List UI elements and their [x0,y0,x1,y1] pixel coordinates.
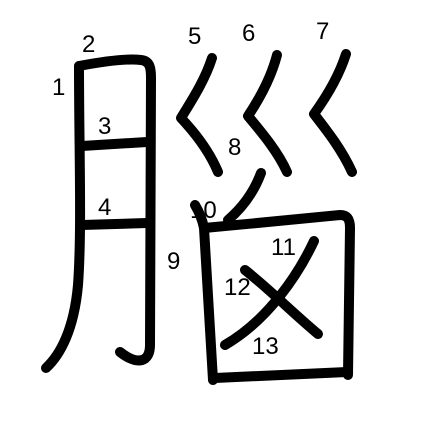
stroke-8 [223,168,266,225]
stroke-3 [77,137,152,151]
stroke-number-2: 2 [82,31,96,58]
stroke-13 [210,367,352,383]
stroke-number-12: 12 [224,274,251,301]
stroke-number-11: 11 [271,234,296,261]
stroke-number-1: 1 [52,74,66,101]
stroke-6 [243,50,292,177]
stroke-number-5: 5 [188,23,202,50]
stroke-number-9: 9 [167,248,181,275]
stroke-number-10: 10 [190,197,217,224]
stroke-number-7: 7 [316,18,330,45]
stroke-2 [74,54,156,366]
stroke-number-3: 3 [98,113,112,140]
stroke-number-4: 4 [98,194,112,221]
stroke-number-6: 6 [242,20,256,47]
stroke-7 [309,49,357,177]
stroke-number-8: 8 [228,134,242,161]
stroke-10 [199,210,355,380]
stroke-5 [176,53,223,177]
stroke-1 [41,61,86,373]
stroke-12 [240,265,323,339]
stroke-number-13: 13 [252,333,279,360]
stroke-4 [77,218,152,230]
